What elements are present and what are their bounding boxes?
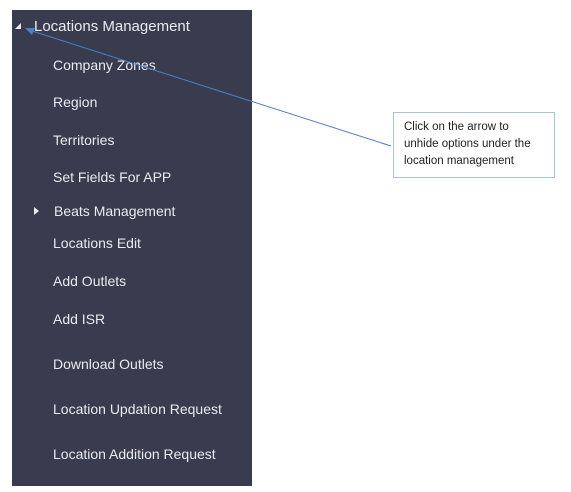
sidebar-item-download-outlets[interactable]: Download Outlets — [12, 351, 252, 377]
sidebar-item-label: Add ISR — [53, 311, 106, 327]
sidebar-item-label: Location Updation Request — [53, 401, 222, 417]
sidebar-item-label: Add Outlets — [53, 273, 127, 289]
sidebar-item-label: Download Outlets — [53, 356, 164, 372]
annotation-callout: Click on the arrow to unhide options und… — [393, 112, 555, 178]
sidebar-item-label: Company Zones — [53, 57, 156, 73]
callout-text: Click on the arrow to unhide options und… — [404, 121, 531, 167]
sidebar-item-label: Location Addition Request — [53, 446, 216, 462]
sidebar-item-locations-management[interactable]: Locations Management — [12, 14, 252, 40]
expand-arrow-icon[interactable] — [15, 23, 21, 29]
sidebar-item-company-zones[interactable]: Company Zones — [12, 52, 252, 78]
sidebar-item-location-updation-request[interactable]: Location Updation Request — [12, 396, 252, 422]
sidebar-menu: Locations Management Company Zones Regio… — [12, 10, 252, 486]
sidebar-item-add-outlets[interactable]: Add Outlets — [12, 268, 252, 294]
sidebar-item-territories[interactable]: Territories — [12, 127, 252, 153]
sidebar-item-locations-edit[interactable]: Locations Edit — [12, 230, 252, 256]
sidebar-item-label: Beats Management — [54, 203, 176, 219]
sidebar-item-label: Locations Management — [34, 18, 190, 35]
sidebar-item-add-isr[interactable]: Add ISR — [12, 306, 252, 332]
sidebar-item-label: Territories — [53, 132, 115, 148]
sidebar-item-label: Set Fields For APP — [53, 169, 172, 185]
sidebar-item-location-addition-request[interactable]: Location Addition Request — [12, 441, 252, 467]
collapse-arrow-icon[interactable] — [34, 207, 39, 215]
sidebar-item-beats-management[interactable]: Beats Management — [12, 198, 252, 224]
sidebar-item-label: Region — [53, 94, 98, 110]
sidebar-item-label: Locations Edit — [53, 235, 141, 251]
sidebar-item-set-fields-for-app[interactable]: Set Fields For APP — [12, 164, 252, 190]
sidebar-item-region[interactable]: Region — [12, 89, 252, 115]
